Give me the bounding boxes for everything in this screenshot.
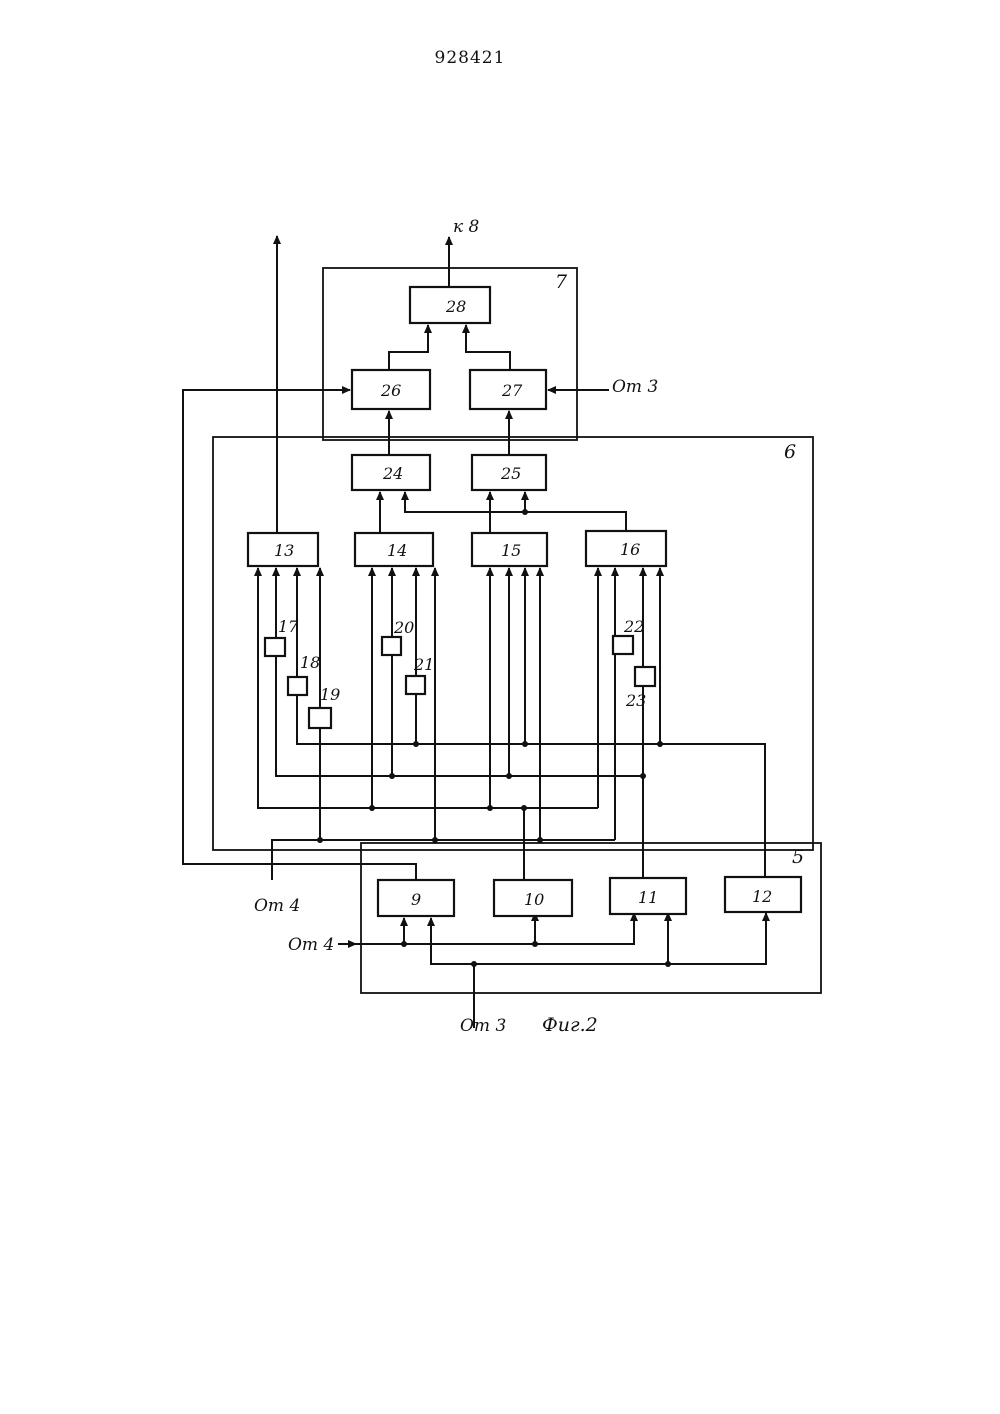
block-12: 12 [725, 877, 801, 912]
wire-from4-11 [404, 913, 634, 944]
block-25: 25 [472, 455, 546, 490]
label-from3-top: От 3 [612, 377, 658, 397]
wire-from3-12 [474, 913, 766, 964]
svg-text:12: 12 [752, 887, 772, 906]
svg-text:22: 22 [623, 617, 644, 636]
svg-text:17: 17 [278, 617, 299, 636]
svg-text:27: 27 [501, 381, 523, 400]
block-28: 28 [410, 287, 490, 323]
svg-text:21: 21 [413, 655, 434, 674]
label-from4-mid: От 4 [288, 935, 334, 955]
wire-27-28 [466, 325, 510, 370]
svg-text:24: 24 [382, 464, 403, 483]
label-to8: к 8 [453, 217, 480, 237]
wire-12-bus [297, 568, 765, 880]
group-7-label: 7 [555, 271, 568, 293]
svg-text:9: 9 [411, 890, 421, 909]
svg-text:23: 23 [625, 691, 646, 710]
label-from3-bottom: От 3 [460, 1016, 506, 1036]
element-19: 19 [309, 685, 340, 728]
block-27: 27 [470, 370, 546, 409]
block-9: 9 [378, 880, 454, 916]
wire-from3-9 [431, 918, 474, 1028]
block-15: 15 [472, 533, 547, 566]
group-6-label: 6 [784, 441, 796, 463]
element-17: 17 [265, 617, 299, 656]
block-13: 13 [248, 533, 318, 566]
svg-text:15: 15 [501, 541, 521, 560]
label-from4-left: От 4 [254, 896, 300, 916]
group-6-frame [213, 437, 813, 850]
element-22: 22 [613, 617, 644, 654]
svg-text:25: 25 [500, 464, 521, 483]
element-20: 20 [382, 618, 414, 655]
block-24: 24 [352, 455, 430, 490]
figure-caption: Фиг.2 [542, 1014, 598, 1036]
group-5-label: 5 [792, 846, 804, 868]
block-10: 10 [494, 880, 572, 916]
wire-from4-9 [356, 918, 404, 944]
element-23: 23 [625, 667, 655, 710]
wire-16-24 [405, 492, 626, 533]
wire-26-28 [389, 325, 428, 370]
block-14: 14 [355, 533, 433, 566]
svg-text:11: 11 [638, 888, 658, 907]
svg-text:14: 14 [387, 541, 407, 560]
svg-text:16: 16 [620, 540, 640, 559]
block-26: 26 [352, 370, 430, 409]
element-21: 21 [406, 655, 434, 694]
svg-text:26: 26 [380, 381, 401, 400]
svg-text:19: 19 [320, 685, 340, 704]
block-11: 11 [610, 878, 686, 914]
svg-text:20: 20 [393, 618, 414, 637]
element-18: 18 [288, 653, 320, 695]
svg-text:13: 13 [274, 541, 294, 560]
svg-text:10: 10 [524, 890, 544, 909]
svg-text:18: 18 [300, 653, 320, 672]
svg-text:28: 28 [445, 297, 466, 316]
block-16: 16 [586, 531, 666, 566]
